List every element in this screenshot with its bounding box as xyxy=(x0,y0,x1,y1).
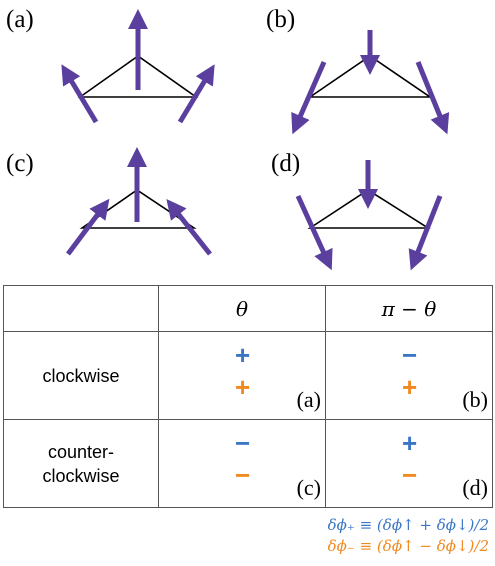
row-label-counter-clockwise: counter- clockwise xyxy=(3,419,159,508)
sign-delta-phi-minus: − xyxy=(235,460,251,490)
panel-ref: (c) xyxy=(296,475,321,500)
panel-ref: (b) xyxy=(462,387,488,412)
sign-delta-phi-minus: + xyxy=(235,372,251,402)
header-pi-minus-theta: π − θ xyxy=(325,285,493,332)
definition-delta-phi-minus: δϕ₋ ≡ (δϕ↑ − δϕ↓)/2 xyxy=(327,537,489,555)
spin-arrow-left xyxy=(66,198,110,256)
table-row: counter- clockwise − − (c) + − (d) xyxy=(3,419,493,508)
spin-arrow-right xyxy=(415,61,450,135)
spin-arrow-right xyxy=(177,64,215,124)
sign-delta-phi-minus: + xyxy=(402,372,418,402)
sign-table: θ π − θ clockwise + + (a) − + (b) counte… xyxy=(3,285,493,508)
sign-delta-phi-minus: − xyxy=(402,460,418,490)
table-row: clockwise + + (a) − + (b) xyxy=(3,331,493,420)
triangle-d xyxy=(295,160,443,271)
panel-label-c: (c) xyxy=(6,150,34,177)
row-label-clockwise: clockwise xyxy=(3,331,159,420)
table-header-empty xyxy=(3,285,159,332)
spin-arrow-right xyxy=(408,195,443,271)
header-theta: θ xyxy=(158,285,326,332)
spin-arrow-left xyxy=(61,64,99,124)
spin-diagrams xyxy=(61,9,450,271)
panel-label-d: (d) xyxy=(271,150,301,177)
spin-arrow-right xyxy=(166,198,212,256)
cell-clockwise-pi-minus-theta: − + (b) xyxy=(325,331,493,420)
sign-delta-phi-plus: + xyxy=(402,428,418,458)
triangle-b xyxy=(291,30,450,135)
sign-delta-phi-plus: − xyxy=(402,340,418,370)
sign-delta-phi-plus: + xyxy=(235,340,251,370)
spin-arrow-left xyxy=(291,60,327,135)
cell-counter-clockwise-pi-minus-theta: + − (d) xyxy=(325,419,493,508)
sign-delta-phi-plus: − xyxy=(235,428,251,458)
spin-arrow-left xyxy=(295,194,333,271)
triangle-a xyxy=(61,9,215,124)
triangle-c xyxy=(66,147,212,256)
cell-counter-clockwise-theta: − − (c) xyxy=(158,419,326,508)
panel-ref: (d) xyxy=(462,475,488,500)
cell-clockwise-theta: + + (a) xyxy=(158,331,326,420)
panel-label-a: (a) xyxy=(6,6,34,33)
definition-delta-phi-plus: δϕ₊ ≡ (δϕ↑ + δϕ↓)/2 xyxy=(327,516,489,534)
panel-label-b: (b) xyxy=(266,6,296,33)
panel-ref: (a) xyxy=(296,387,321,412)
